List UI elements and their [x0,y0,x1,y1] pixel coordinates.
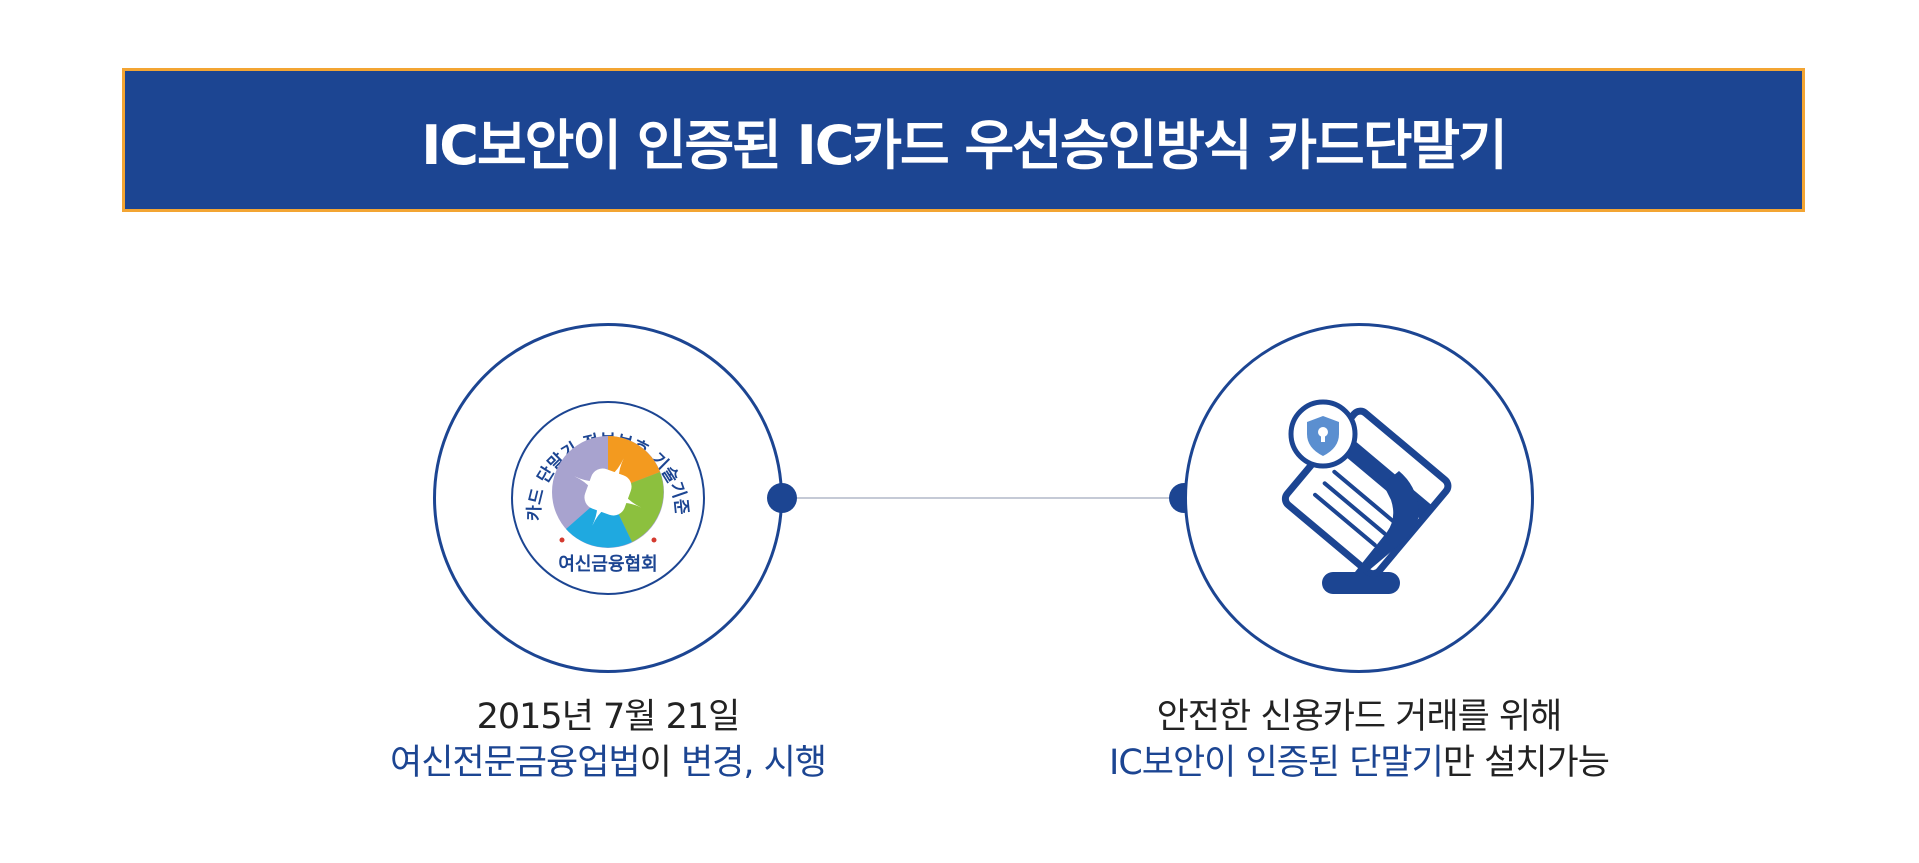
certification-seal-icon: 신용카드 단말기 정보보호 기술기준 인증 여신금융협회 [436,326,705,595]
left-caption-date: 2015년 7월 21일 [476,697,741,737]
terminal-base-icon [1322,572,1400,594]
hand-icon [1355,471,1419,572]
right-caption: 안전한 신용카드 거래를 위해 IC보안이 인증된 단말기만 설치가능 [1009,694,1709,786]
seal-outer-ring [511,401,705,595]
seal-dot-left [559,537,565,543]
install-only-text: 만 설치가능 [1442,743,1610,783]
card-terminal-shield-icon [1281,399,1452,594]
seal-org-name: 여신금융협회 [558,553,657,575]
title-banner: IC보안이 인증된 IC카드 우선승인방식 카드단말기 [122,68,1805,212]
law-name: 여신전문금융업법 [390,743,641,783]
right-caption-detail: IC보안이 인증된 단말기만 설치가능 [1009,740,1709,786]
seal-dot-right [651,537,657,543]
left-caption-detail: 여신전문금융업법이 변경, 시행 [258,740,958,786]
seal-logo-mark [552,436,664,548]
left-caption: 2015년 7월 21일 여신전문금융업법이 변경, 시행 [258,694,958,786]
right-caption-purpose: 안전한 신용카드 거래를 위해 [1156,697,1563,737]
certification-circle: 신용카드 단말기 정보보호 기술기준 인증 여신금융협회 [433,323,783,673]
left-caption-particle: 이 [639,743,681,783]
connector-line [782,497,1184,499]
connector-dot-left [767,483,797,513]
certified-terminal-text: IC보안이 인증된 단말기 [1109,743,1444,783]
terminal-circle [1184,323,1534,673]
law-change-text: 변경, 시행 [680,743,827,783]
banner-title: IC보안이 인증된 IC카드 우선승인방식 카드단말기 [421,113,1508,177]
